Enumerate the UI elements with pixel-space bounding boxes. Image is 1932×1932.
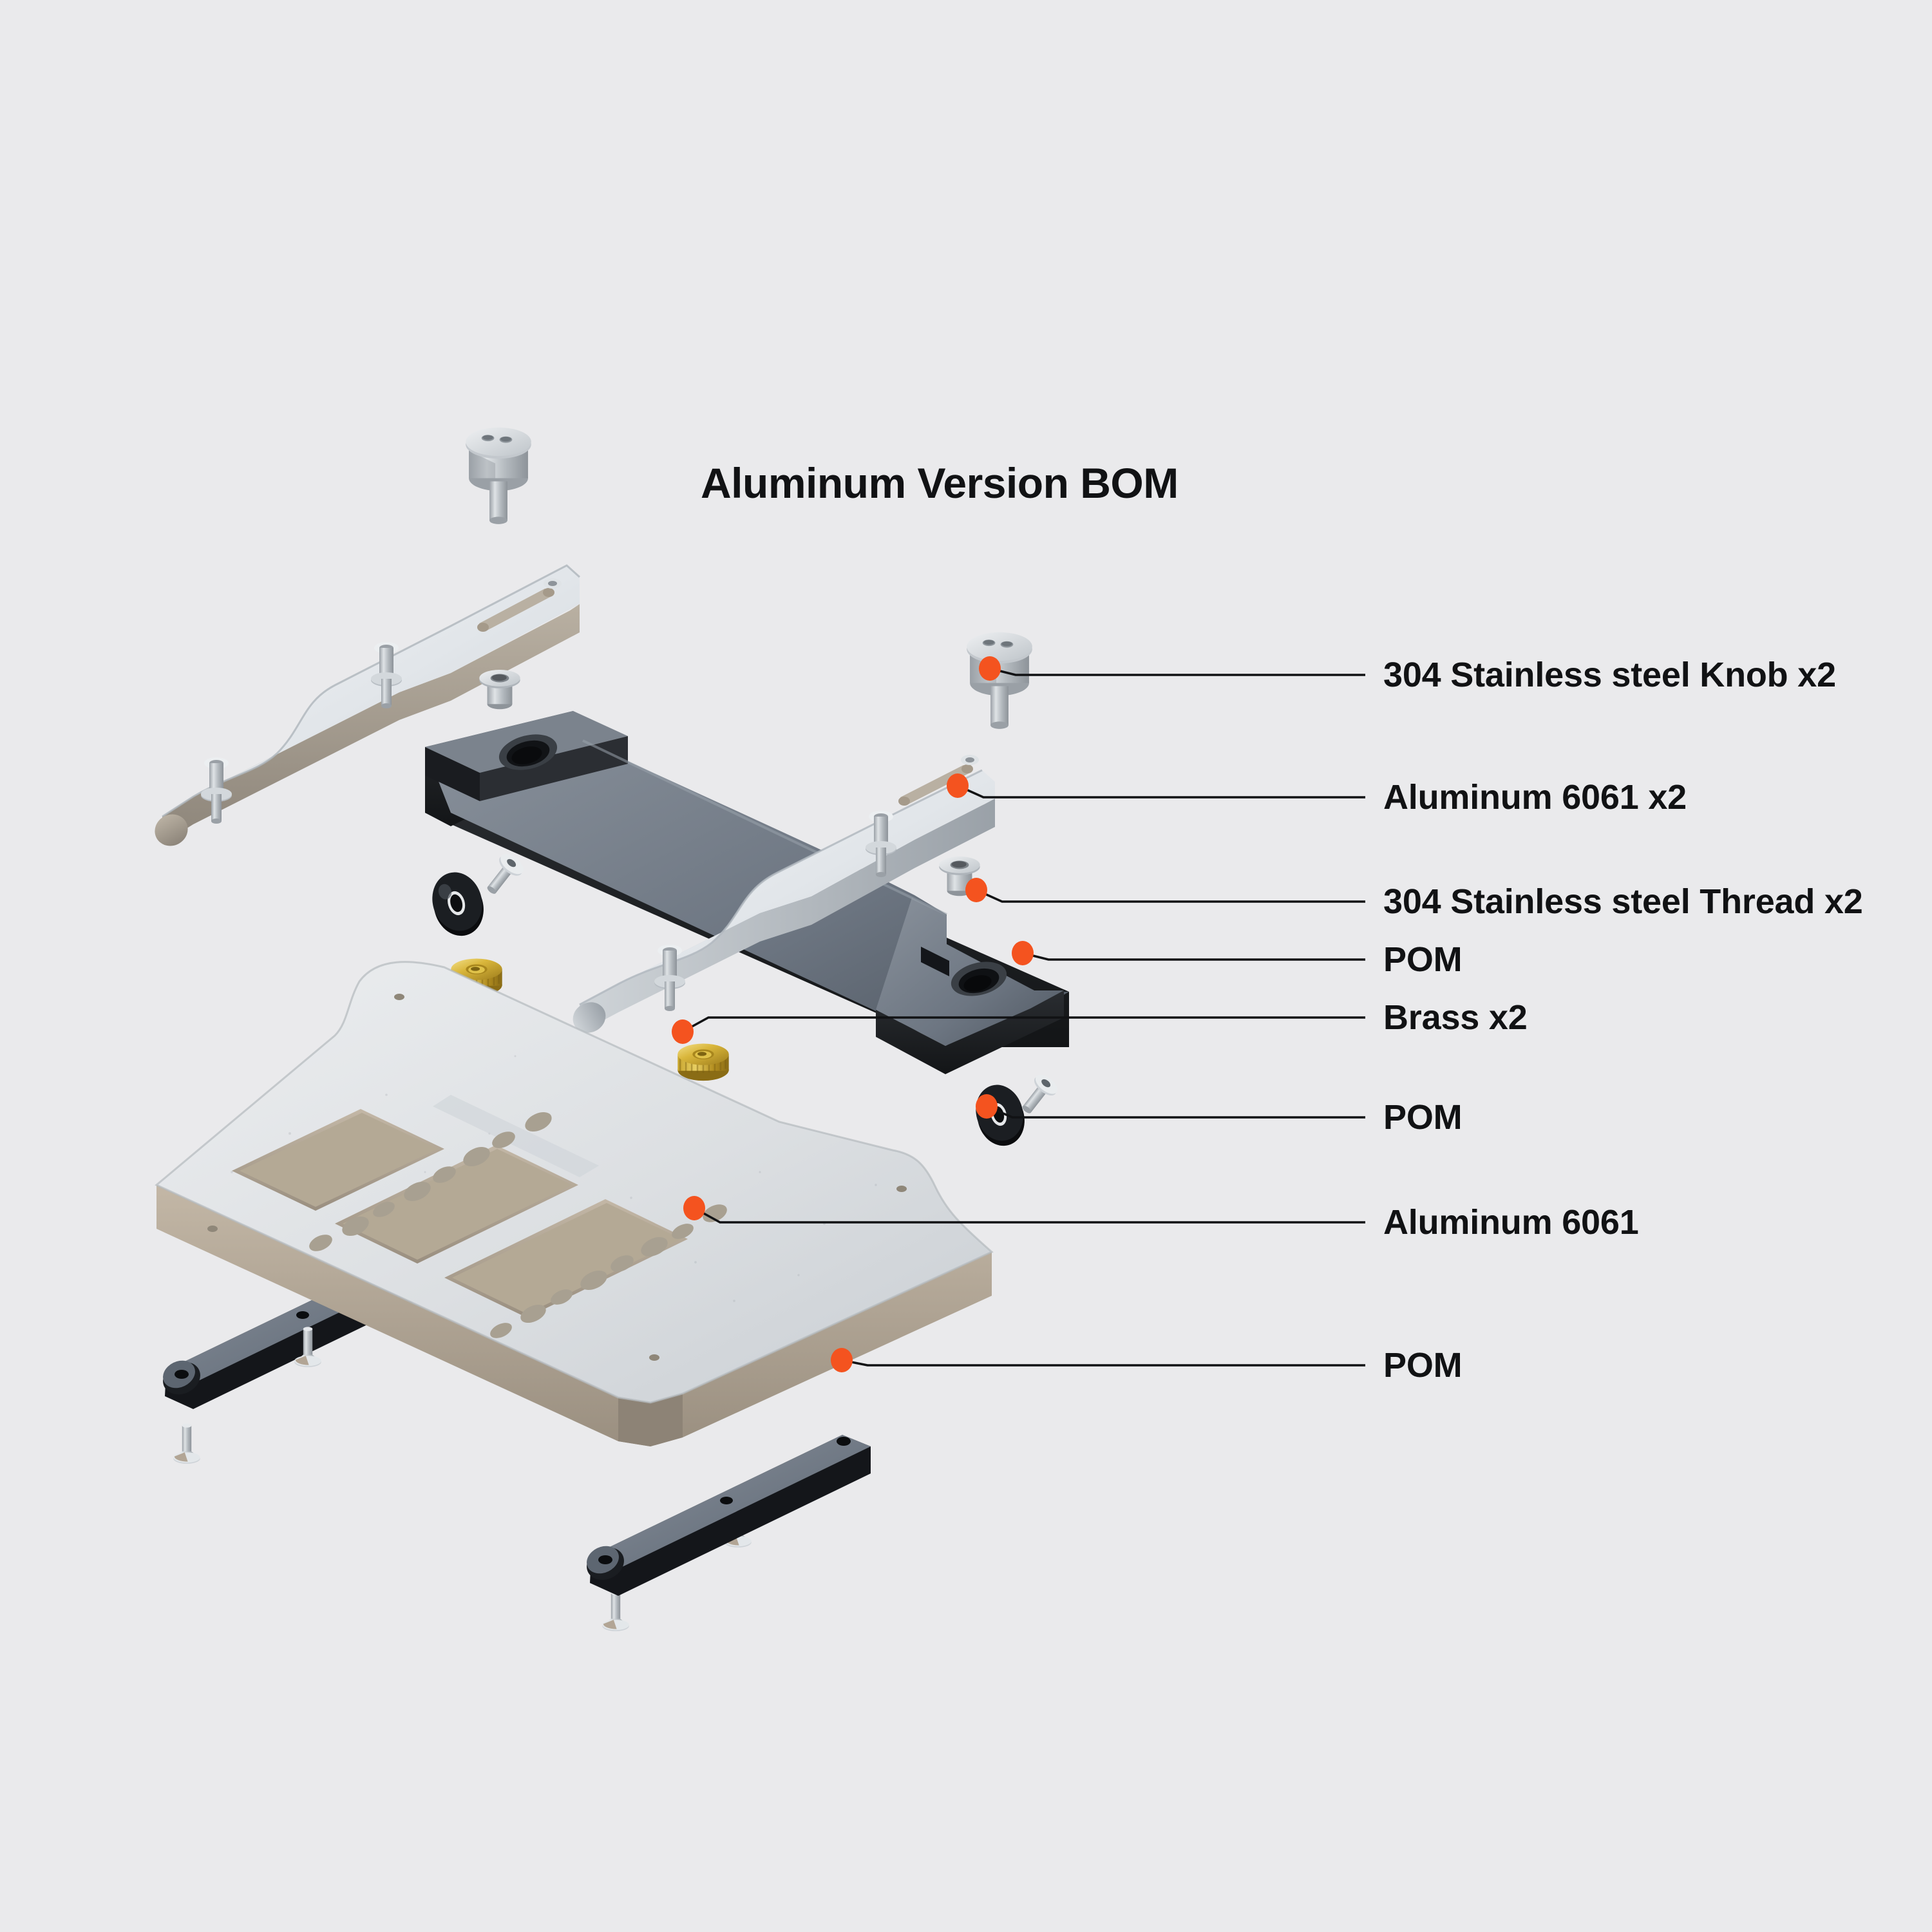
leader-line-knob	[989, 667, 1365, 676]
page-title: Aluminum Version BOM	[701, 459, 1179, 507]
callout-label-aluminum-arm: Aluminum 6061 x2	[1383, 778, 1687, 817]
callout-label-thread: 304 Stainless steel Thread x2	[1383, 882, 1863, 921]
callout-dot-knob[interactable]	[979, 656, 1001, 681]
callout-label-pom-link: POM	[1383, 1346, 1463, 1385]
leader-line-aluminum-arm	[957, 784, 1365, 799]
callout-label-aluminum-baseplate: Aluminum 6061	[1383, 1203, 1639, 1242]
part-pom-link-bottom	[587, 1435, 871, 1596]
part-knob-top	[466, 427, 531, 524]
callout-dot-pom-washer[interactable]	[976, 1094, 998, 1119]
leader-line-pom-link	[841, 1359, 1365, 1367]
callout-dot-thread[interactable]	[965, 878, 987, 902]
part-brass-bushing-right	[677, 1043, 729, 1081]
leader-line-thread	[976, 889, 1365, 903]
part-pom-washer-upper	[432, 872, 484, 936]
part-screw-lower-loose	[1022, 1074, 1057, 1113]
callout-dot-brass-bushing[interactable]	[672, 1019, 694, 1044]
leader-line-pom-washer	[986, 1105, 1365, 1119]
callout-leader-group	[672, 656, 1365, 1372]
part-screw-csk-2	[173, 1423, 200, 1464]
part-knob-right	[967, 632, 1032, 729]
part-screw-csk-4	[602, 1591, 629, 1631]
callout-label-pom-washer: POM	[1383, 1098, 1463, 1137]
part-aluminum-arm-right	[573, 755, 995, 1033]
part-aluminum-arm-upper-left	[155, 564, 581, 846]
callout-label-pom-bar: POM	[1383, 940, 1463, 979]
callout-dot-pom-bar[interactable]	[1012, 941, 1034, 965]
leader-line-pom-bar	[1022, 952, 1365, 961]
callout-label-brass-bushing: Brass x2	[1383, 998, 1528, 1037]
part-aluminum-baseplate	[155, 961, 994, 1446]
part-screw-upper-loose	[487, 854, 524, 894]
part-thread-insert-left	[479, 670, 520, 710]
callout-dot-pom-link[interactable]	[831, 1348, 853, 1372]
part-pom-washer-lower	[976, 1084, 1025, 1146]
callout-dot-aluminum-baseplate[interactable]	[683, 1196, 705, 1220]
callout-dot-aluminum-arm[interactable]	[947, 773, 969, 798]
callout-label-knob: 304 Stainless steel Knob x2	[1383, 656, 1836, 694]
